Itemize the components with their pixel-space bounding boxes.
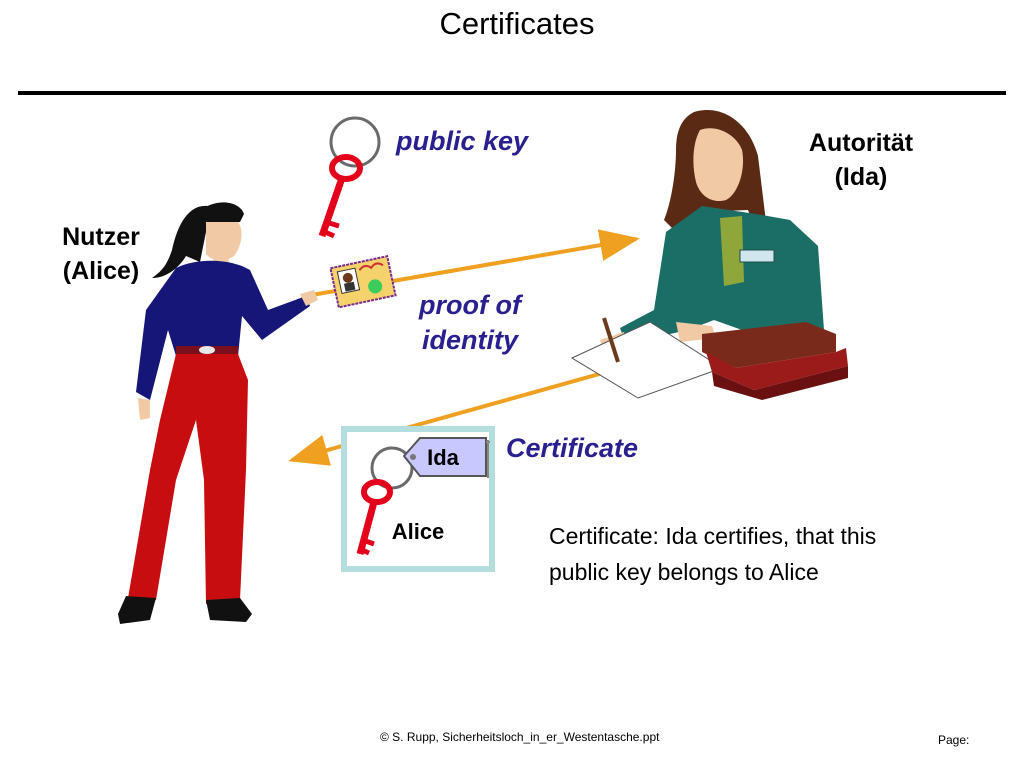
title-divider bbox=[18, 91, 1006, 95]
footer-page-label: Page: bbox=[938, 733, 970, 747]
certificate-key-icon bbox=[356, 446, 414, 556]
owner-name: Alice bbox=[392, 519, 445, 544]
authority-label: Autorität (Ida) bbox=[794, 126, 928, 194]
certificate-label: Certificate bbox=[506, 433, 639, 463]
certificate-card: Ida Alice bbox=[341, 426, 495, 572]
user-label-line2: (Alice) bbox=[62, 257, 140, 285]
user-figure bbox=[118, 202, 318, 624]
footer-copyright: © S. Rupp, Sicherheitsloch_in_er_Westent… bbox=[380, 730, 660, 744]
public-key-icon bbox=[318, 116, 381, 239]
user-label: Nutzer (Alice) bbox=[48, 220, 154, 288]
issuer-tag: Ida bbox=[402, 437, 490, 478]
proof-of-identity-label: proof of identity bbox=[392, 288, 548, 358]
id-card-icon bbox=[329, 255, 397, 309]
certificate-description: Certificate: Ida certifies, that this pu… bbox=[549, 518, 949, 590]
description-line1: Certificate: Ida certifies, that this bbox=[549, 523, 877, 549]
proof-label-line2: identity bbox=[421, 325, 518, 355]
authority-label-line2: (Ida) bbox=[834, 163, 888, 191]
proof-label-line1: proof of bbox=[419, 290, 521, 320]
issuer-tag-text: Ida bbox=[427, 445, 460, 470]
authority-label-line1: Autorität bbox=[808, 129, 914, 157]
public-key-label: public key bbox=[396, 126, 529, 156]
slide-title: Certificates bbox=[439, 6, 595, 41]
user-label-line1: Nutzer bbox=[62, 223, 140, 251]
authority-figure bbox=[570, 109, 848, 400]
description-line2: public key belongs to Alice bbox=[549, 559, 819, 585]
